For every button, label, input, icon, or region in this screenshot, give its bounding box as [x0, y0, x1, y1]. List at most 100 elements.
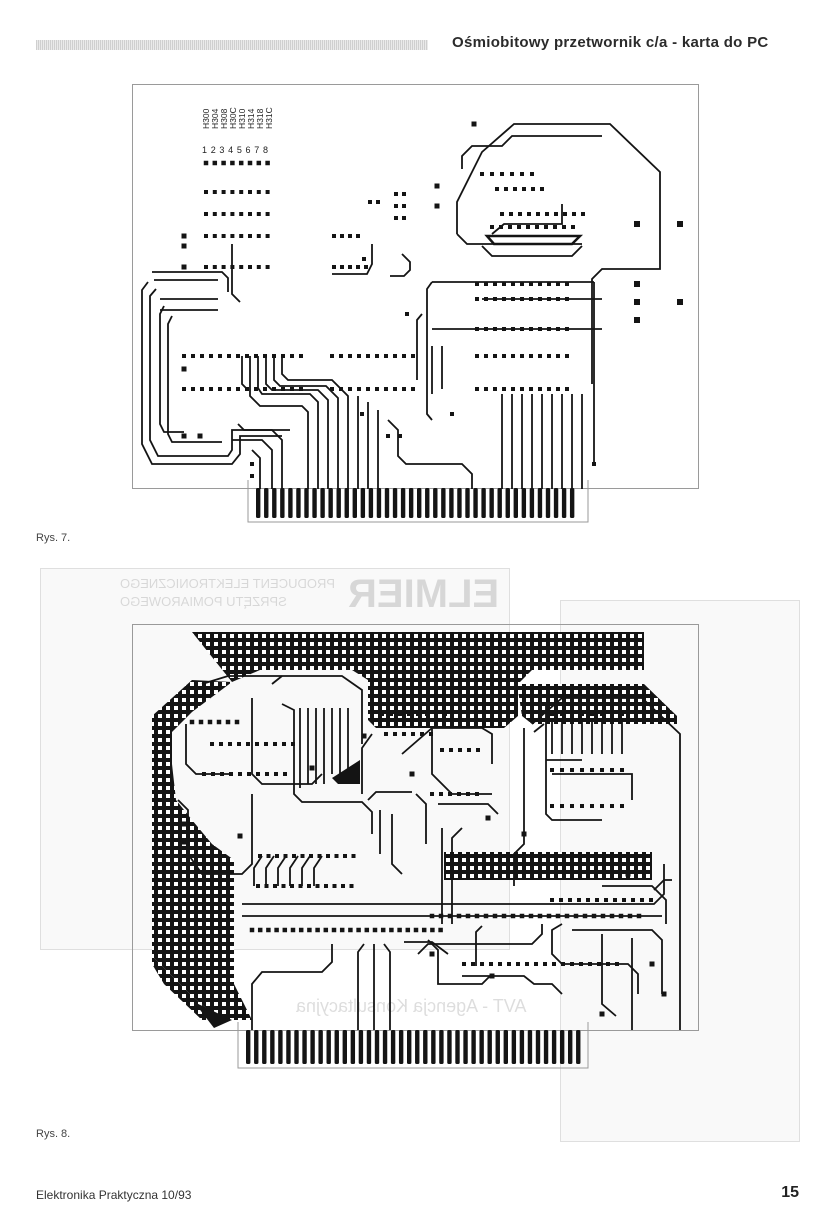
- pcb-pad: [485, 815, 491, 821]
- pcb-pad: [556, 354, 560, 358]
- pcb-pad: [434, 712, 438, 716]
- pcb-pad: [538, 387, 542, 391]
- pcb-pad: [256, 212, 261, 216]
- pcb-pad: [361, 733, 367, 739]
- pcb-pad: [366, 354, 370, 358]
- pcb-pad: [634, 221, 640, 227]
- pcb-pad: [588, 962, 592, 966]
- pcb-pad: [560, 768, 564, 772]
- pcb-pad: [245, 354, 249, 358]
- pcb-pad: [538, 297, 542, 301]
- pcb-pad: [520, 172, 524, 176]
- pcb-pad: [411, 354, 415, 358]
- pcb-pad: [248, 234, 252, 238]
- edge-finger: [417, 488, 422, 518]
- page-number: 15: [781, 1184, 799, 1201]
- edge-finger: [408, 488, 414, 518]
- pcb-pad: [326, 854, 330, 858]
- pcb-pad: [591, 913, 597, 919]
- pcb-pad: [398, 686, 402, 690]
- pcb-pad: [434, 686, 438, 690]
- edge-finger: [358, 1030, 364, 1064]
- pcb-pad: [493, 387, 497, 391]
- pcb-pad: [348, 234, 352, 238]
- pcb-pad: [309, 765, 315, 771]
- pcb-pad: [413, 927, 419, 933]
- pcb-pad: [636, 913, 642, 919]
- pcb-pad: [564, 913, 570, 919]
- board8-traces: [177, 675, 681, 1030]
- pcb-pad: [467, 748, 471, 752]
- pcb-pad: [610, 768, 614, 772]
- edge-finger: [495, 1030, 500, 1064]
- pcb-pad: [620, 712, 624, 716]
- pcb-pad: [562, 225, 566, 229]
- pcb-pad: [204, 190, 208, 194]
- pcb-pad: [547, 387, 551, 391]
- pcb-pad: [475, 327, 479, 331]
- jumper-label: H31C: [264, 107, 274, 129]
- pcb-pad: [348, 927, 353, 933]
- edge-finger: [551, 1030, 557, 1064]
- pcb-pad: [230, 160, 235, 166]
- edge-finger: [489, 488, 494, 518]
- pcb-pad: [530, 172, 534, 176]
- pcb-pad: [590, 804, 594, 808]
- pcb-pad: [421, 927, 427, 933]
- pcb-pad: [570, 962, 574, 966]
- pcb-pad: [471, 121, 477, 127]
- pcb-pad: [590, 712, 594, 716]
- pcb-pad: [366, 387, 370, 391]
- pcb-pad: [499, 225, 503, 229]
- pcb-pad: [292, 854, 296, 858]
- pcb-pad: [394, 204, 398, 208]
- pcb-pad: [250, 462, 254, 466]
- pcb-pad: [376, 200, 380, 204]
- edge-finger: [503, 1030, 508, 1064]
- pcb-pad: [543, 962, 547, 966]
- pcb-pad: [475, 387, 479, 391]
- edge-finger: [326, 1030, 331, 1064]
- pcb-pad: [511, 282, 515, 286]
- pcb-pad: [550, 768, 554, 772]
- pcb-pad: [529, 297, 533, 301]
- pcb-pad: [640, 898, 644, 902]
- pcb-pad: [443, 712, 447, 716]
- board7-traces: [141, 123, 661, 489]
- pcb-pad: [372, 927, 378, 933]
- pcb-pad: [220, 772, 224, 776]
- pcb-pad: [248, 190, 252, 194]
- pcb-pad: [592, 462, 596, 466]
- pcb-pad: [556, 282, 560, 286]
- pcb-pad: [570, 712, 574, 716]
- pcb-pad: [411, 387, 415, 391]
- pcb-pad: [525, 962, 529, 966]
- pcb-pad: [348, 387, 352, 391]
- pcb-pad: [402, 204, 406, 208]
- pcb-pad: [508, 225, 512, 229]
- edge-finger: [433, 488, 438, 518]
- pcb-pad: [560, 712, 564, 716]
- figure-7-caption: Rys. 7.: [36, 532, 71, 544]
- pcb-pad: [283, 854, 288, 858]
- pcb-pad: [475, 282, 479, 286]
- pcb-pad: [565, 297, 569, 301]
- pcb-pad: [249, 927, 255, 933]
- pcb-pad: [209, 354, 213, 358]
- pcb-pad: [559, 898, 563, 902]
- pcb-pad: [257, 927, 263, 933]
- pcb-pad: [234, 719, 240, 725]
- pcb-pad: [266, 854, 271, 858]
- pcb-pad: [181, 233, 187, 239]
- pcb-pad: [484, 327, 488, 331]
- pcb-pad: [504, 187, 508, 191]
- edge-finger: [336, 488, 341, 518]
- pcb-pad: [386, 434, 390, 438]
- pcb-pad: [343, 854, 347, 858]
- board7-jumper-labels: H300 H304 H308 H30C H310 H314 H318 H31C …: [201, 107, 274, 155]
- pcb-pad: [393, 354, 397, 358]
- pcb-pad: [439, 792, 443, 796]
- pcb-pad: [579, 962, 583, 966]
- pcb-pad: [299, 354, 303, 358]
- pcb-pad: [384, 354, 388, 358]
